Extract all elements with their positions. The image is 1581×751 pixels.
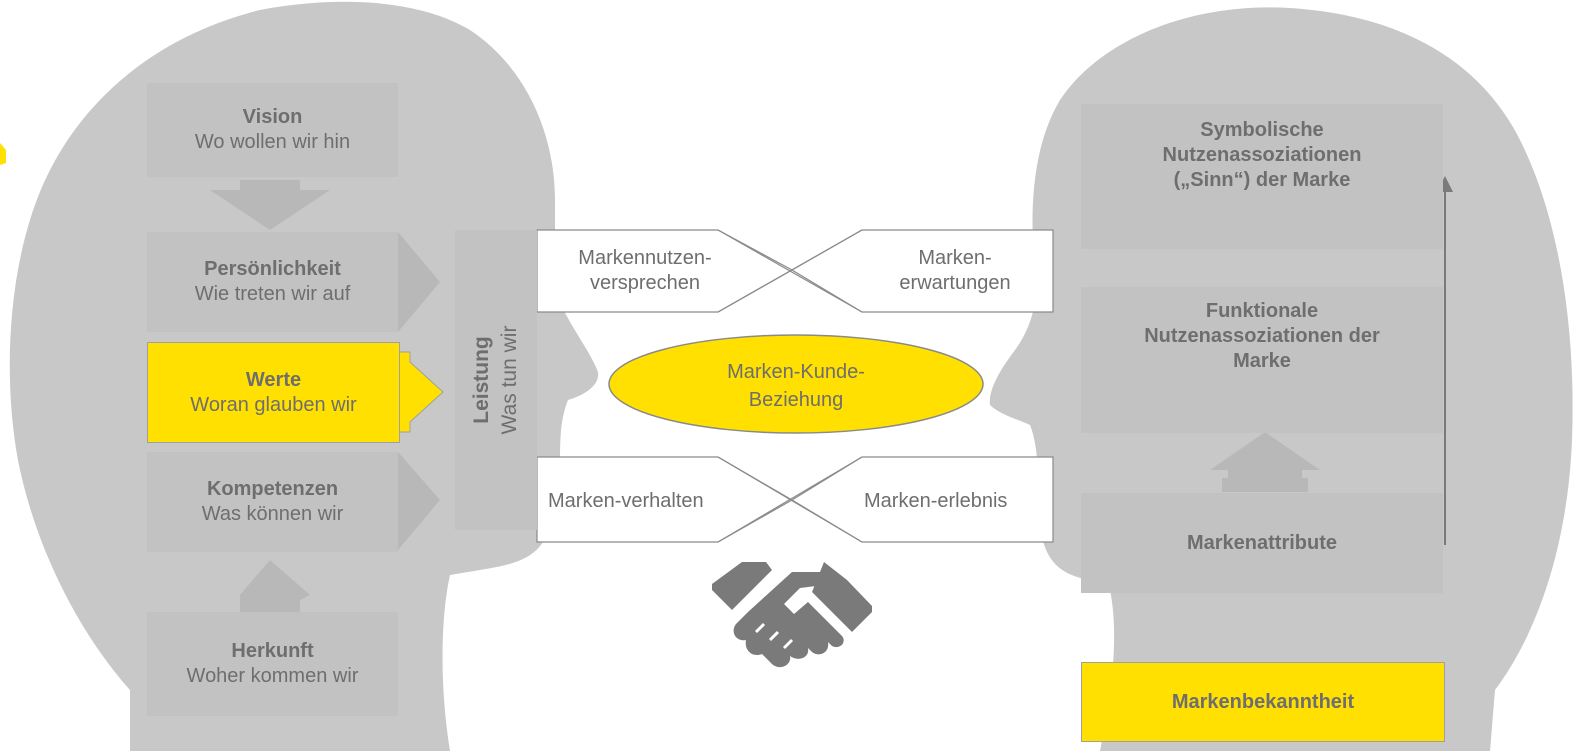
functional-box[interactable]: Funktionale Nutzenassoziationen der Mark… <box>1081 287 1443 433</box>
brand-experience-label: Marken-erlebnis <box>864 490 1008 512</box>
competences-subtitle: Was können wir <box>201 503 344 525</box>
origin-title: Herkunft <box>231 640 314 662</box>
expectations-shape <box>790 229 1054 313</box>
arrow-origin-up <box>240 560 310 612</box>
vision-subtitle: Wo wollen wir hin <box>194 131 351 153</box>
personality-title: Persönlichkeit <box>204 258 341 280</box>
origin-box[interactable]: Herkunft Woher kommen wir <box>147 612 398 716</box>
handshake-icon <box>712 562 872 668</box>
values-box[interactable]: Werte Woran glauben wir <box>147 342 400 443</box>
cross-line <box>717 456 863 543</box>
arrow-personality-right <box>398 232 440 332</box>
arrow-vision-down <box>210 180 330 230</box>
brand-promise-label: Markennutzen- versprechen <box>578 247 712 294</box>
attributes-box[interactable]: Markenattribute <box>1081 493 1443 593</box>
vision-box[interactable]: Vision Wo wollen wir hin <box>147 83 398 177</box>
arrow-values-right[interactable] <box>397 351 444 433</box>
relationship-ellipse[interactable] <box>608 334 984 434</box>
origin-subtitle: Woher kommen wir <box>186 665 359 687</box>
brand-expectations-label: Marken- erwartungen <box>899 247 1011 294</box>
cross-line <box>717 229 863 313</box>
attributes-label: Markenattribute <box>1186 531 1338 554</box>
personality-box[interactable]: Persönlichkeit Wie treten wir auf <box>147 232 398 332</box>
arrow-attributes-up <box>1210 432 1320 492</box>
performance-title: Leistung <box>470 336 493 424</box>
awareness-label: Markenbekanntheit <box>1171 690 1355 713</box>
personality-subtitle: Wie treten wir auf <box>194 283 351 305</box>
edge-marker <box>0 143 6 165</box>
values-subtitle: Woran glauben wir <box>190 393 357 416</box>
behavior-shape <box>536 456 794 543</box>
performance-box[interactable]: Leistung Was tun wir <box>455 230 537 530</box>
performance-subtitle: Was tun wir <box>498 325 521 435</box>
awareness-box[interactable]: Markenbekanntheit <box>1081 662 1445 742</box>
values-title: Werte <box>245 368 302 391</box>
arrow-competences-right <box>398 452 440 550</box>
symbolic-box[interactable]: Symbolische Nutzenassoziationen („Sinn“)… <box>1081 104 1443 249</box>
relationship-label: Marken-Kunde- Beziehung <box>727 361 865 411</box>
brand-behavior-label: Marken-verhalten <box>548 490 704 512</box>
competences-box[interactable]: Kompetenzen Was können wir <box>147 452 398 552</box>
competences-title: Kompetenzen <box>206 478 339 500</box>
vision-title: Vision <box>242 106 303 128</box>
